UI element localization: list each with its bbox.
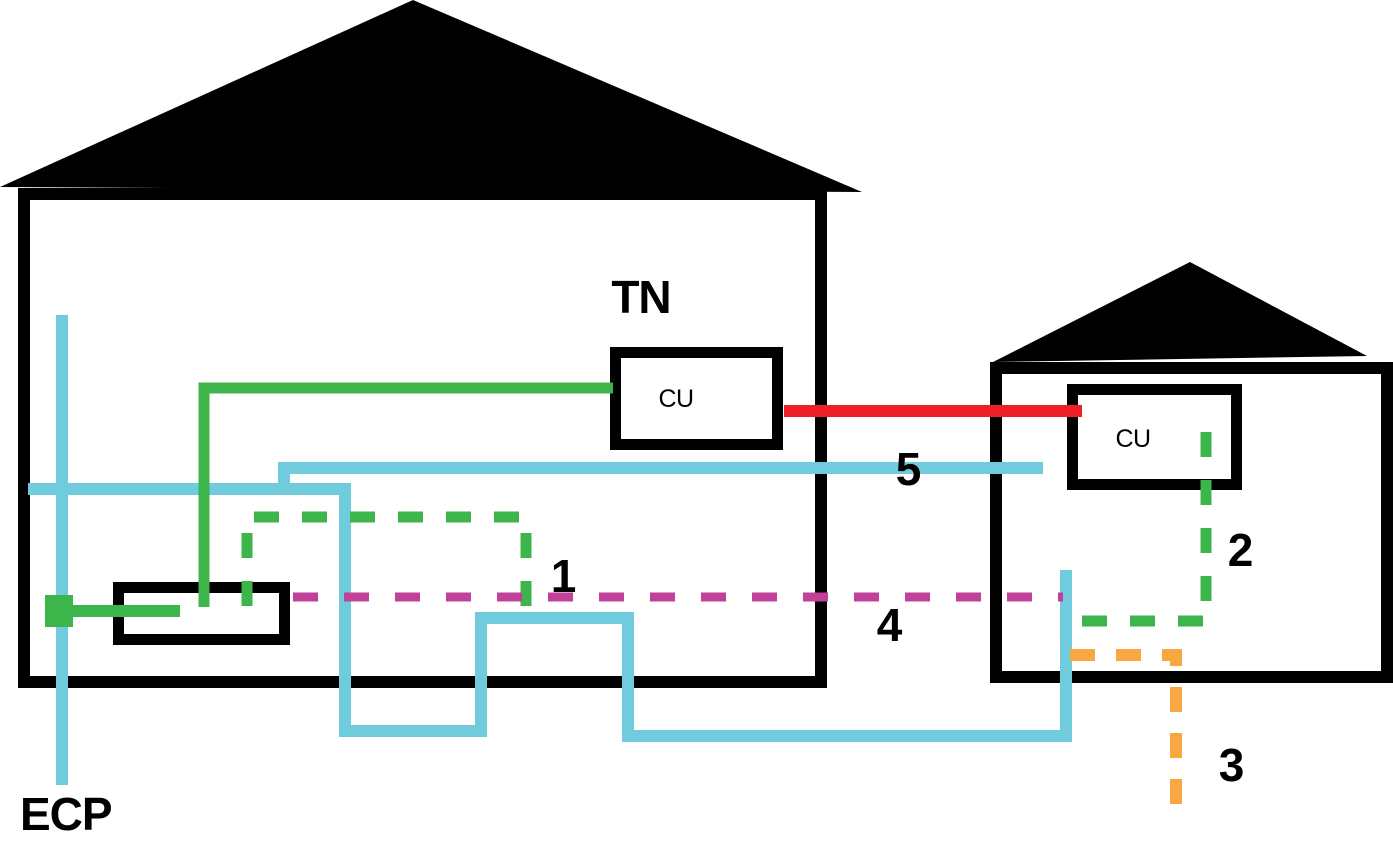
conductor-4-label: 4 [877,599,903,651]
right-consumer-unit-box [1067,384,1242,490]
earthing-conductor-line [198,382,613,607]
conductor-1-label: 1 [551,550,576,602]
left-house-walls [18,188,827,688]
tn-system-label: TN [611,271,670,323]
conductor-5-label: 5 [896,443,921,495]
conductor-3-label: 3 [1219,739,1244,791]
left-consumer-unit-box [610,347,783,450]
cu-label-right: CU [1115,425,1150,453]
cu-label-left: CU [658,385,693,413]
conductor-2-label: 2 [1228,524,1253,576]
conductor-3-line [1070,649,1182,812]
ecp-label: ECP [20,788,112,840]
conductor-5-line [278,462,1043,493]
right-house [990,262,1393,683]
conductor-2-line [1072,432,1212,627]
right-house-roof [993,262,1367,362]
pipe-run [28,483,1072,742]
bonding-clamp [45,595,73,627]
right-house-walls [990,362,1393,683]
left-house-roof [0,0,862,192]
left-house [0,0,862,688]
